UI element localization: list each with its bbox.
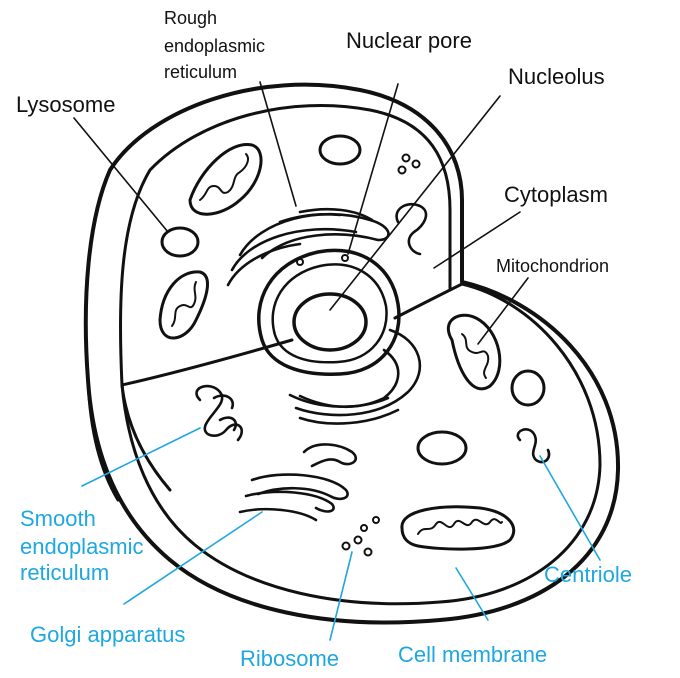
mitochondria <box>158 143 516 551</box>
leader-lines-dark <box>73 81 529 345</box>
cell-membrane-outer <box>83 82 621 625</box>
nuclear-envelope-inner <box>271 263 388 364</box>
vesicle-shape <box>416 430 468 466</box>
label-smooth-er-line2: endoplasmic <box>20 534 144 559</box>
labels-blue: Smooth endoplasmic reticulum Centriole G… <box>20 506 632 671</box>
label-cell-membrane: Cell membrane <box>398 642 547 667</box>
label-lysosome: Lysosome <box>16 92 115 117</box>
cell-body <box>83 82 621 625</box>
label-smooth-er-line1: Smooth <box>20 506 96 531</box>
label-rough-er-line3: reticulum <box>164 62 237 82</box>
label-smooth-er-line3: reticulum <box>20 560 109 585</box>
vesicle-shape <box>318 134 362 166</box>
label-nuclear-pore: Nuclear pore <box>346 28 472 53</box>
label-rough-er-line2: endoplasmic <box>164 36 265 56</box>
mitochondrion-shape <box>400 505 516 551</box>
cell-wall-edge <box>86 378 172 502</box>
label-mitochondrion: Mitochondrion <box>496 256 609 276</box>
lysosome-shape <box>160 226 200 258</box>
vesicles <box>160 134 546 466</box>
nucleus <box>257 248 401 376</box>
mitochondrion-shape <box>158 270 210 340</box>
label-centriole: Centriole <box>544 562 632 587</box>
nuclear-envelope-outer <box>257 248 401 376</box>
vesicle-shape <box>510 369 546 407</box>
cell-interior-floor <box>120 282 602 606</box>
label-golgi-apparatus: Golgi apparatus <box>30 622 185 647</box>
nucleolus-shape <box>292 292 368 352</box>
centriole-shape <box>395 202 551 464</box>
rough-er <box>226 207 422 425</box>
mitochondrion-shape <box>188 143 263 216</box>
nuclear-pore-dot <box>296 258 304 266</box>
mitochondrion-shape <box>446 313 502 391</box>
smooth-er-shape <box>195 384 244 442</box>
golgi-shape <box>238 443 358 522</box>
label-cytoplasm: Cytoplasm <box>504 182 608 207</box>
leader-lines-blue <box>81 427 601 641</box>
ribosome-dots <box>341 153 421 557</box>
cell-rim-inner <box>118 104 452 387</box>
labels-dark: Rough endoplasmic reticulum Nuclear pore… <box>16 8 609 276</box>
label-rough-er-line1: Rough <box>164 8 217 28</box>
label-nucleolus: Nucleolus <box>508 64 605 89</box>
nuclear-pore-dot <box>341 254 349 262</box>
label-ribosome: Ribosome <box>240 646 339 671</box>
